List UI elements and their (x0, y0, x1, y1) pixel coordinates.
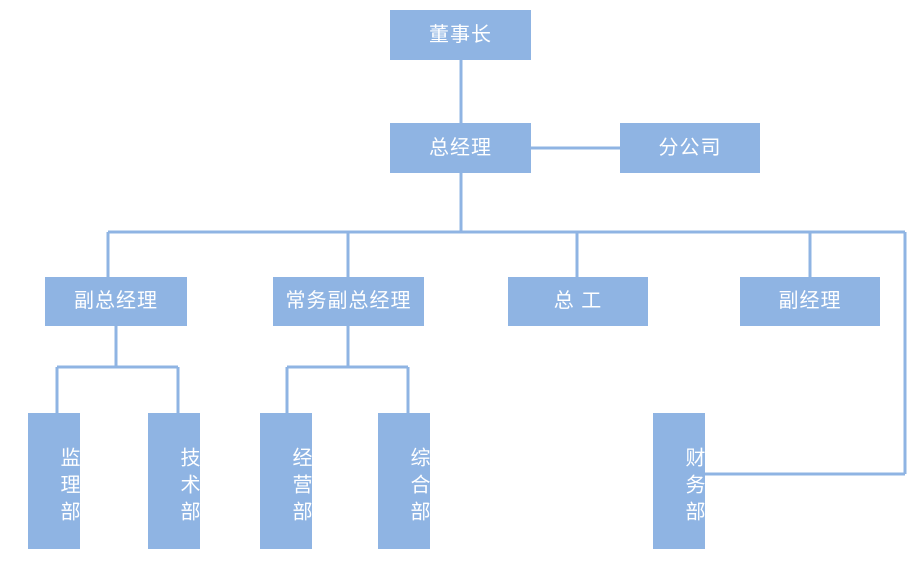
node-general-manager[interactable]: 总经理 (390, 123, 531, 173)
node-deputy-manager[interactable]: 副经理 (740, 277, 880, 326)
node-business-department[interactable]: 经营部 (260, 413, 312, 549)
node-deputy-general-manager[interactable]: 副总经理 (45, 277, 187, 326)
node-chairman[interactable]: 董事长 (390, 10, 531, 60)
node-deputy-manager-label: 副经理 (778, 290, 842, 312)
node-chief-engineer[interactable]: 总 工 (508, 277, 648, 326)
node-branch-company[interactable]: 分公司 (620, 123, 760, 173)
node-technical-department[interactable]: 技术部 (148, 413, 200, 549)
node-supervision-department[interactable]: 监理部 (28, 413, 80, 549)
node-chairman-label: 董事长 (429, 23, 492, 46)
node-finance-department[interactable]: 财务部 (653, 413, 705, 549)
node-technical-department-label: 技术部 (177, 446, 199, 528)
node-chief-engineer-label: 总 工 (553, 290, 603, 312)
node-general-affairs-department-label: 综合部 (407, 446, 429, 528)
node-business-department-label: 经营部 (289, 446, 311, 528)
node-deputy-general-manager-label: 副总经理 (74, 290, 158, 312)
node-finance-department-label: 财务部 (682, 446, 704, 528)
node-supervision-department-label: 监理部 (57, 446, 79, 528)
node-executive-deputy-general-manager-label: 常务副总经理 (285, 290, 412, 312)
node-branch-company-label: 分公司 (658, 136, 722, 159)
node-general-manager-label: 总经理 (429, 136, 492, 159)
node-executive-deputy-general-manager[interactable]: 常务副总经理 (273, 277, 424, 326)
node-general-affairs-department[interactable]: 综合部 (378, 413, 430, 549)
